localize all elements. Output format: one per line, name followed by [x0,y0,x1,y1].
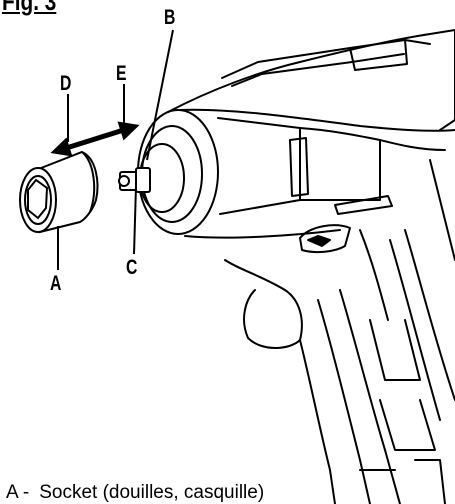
caption-letter: A - [6,482,30,503]
impact-wrench-icon [137,29,455,504]
callout-c: C [126,256,138,279]
caption-line: A - Socket (douilles, casquille) [6,482,274,504]
leader-line-b [146,29,174,161]
callout-b: B [164,6,176,29]
anvil-icon [118,167,151,193]
callout-e: E [116,62,127,85]
callout-d: D [60,72,72,95]
socket-icon [19,150,99,234]
leader-line-c [133,185,137,255]
double-arrow-icon [50,121,140,157]
callout-a: A [50,272,62,295]
caption-text: Socket (douilles, casquille) [39,482,265,503]
figure-title: Fig. 3 [2,0,57,16]
